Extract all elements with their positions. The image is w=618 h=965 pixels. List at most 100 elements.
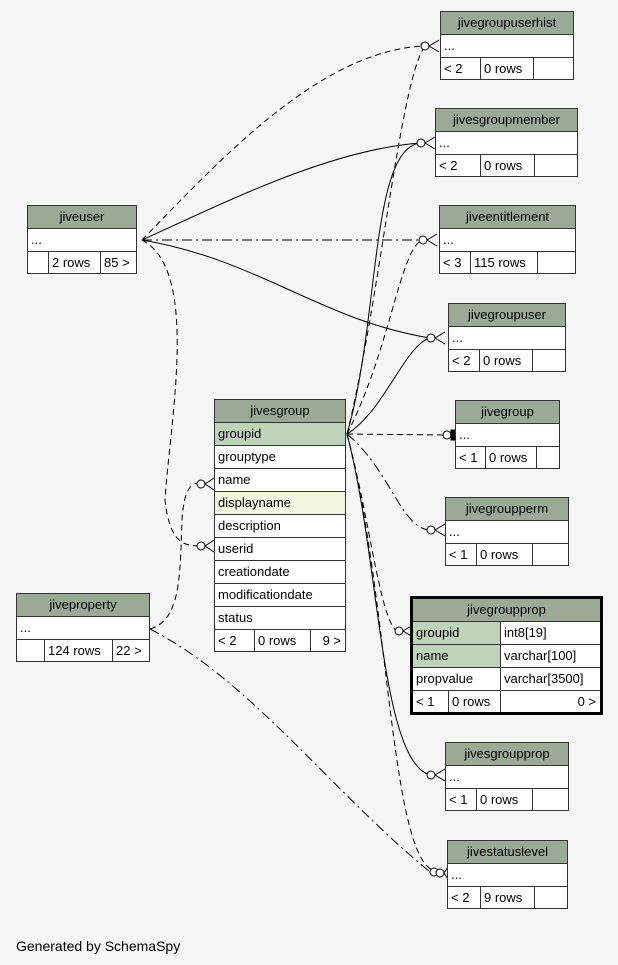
row-count: 0 rows [477,789,533,810]
column-name: name [413,645,501,667]
row-count: 115 rows [471,252,538,273]
column-groupid[interactable]: groupid int8[19] [413,622,600,645]
parents-count [28,252,49,273]
edge-jiveuser-jivesgroup-userid [141,239,203,547]
table-title[interactable]: jivesgroupmember [436,109,577,132]
table-footer: 2 rows 85 > [28,252,136,273]
edge-jivesgroup-jivegroupprop [346,433,398,632]
edge-jivesgroup-jivegroupuserhist [346,45,426,435]
column-userid[interactable]: userid [215,538,345,561]
children-count [534,58,573,79]
children-count: 9 > [322,633,341,648]
parents-count: < 2 [436,155,481,176]
table-jiveuser[interactable]: jiveuser ... 2 rows 85 > [27,205,137,274]
table-columns-collapsed: ... [17,617,149,640]
edge-jivesgroup-jivesgroupmember [346,142,421,435]
children-count [537,447,559,468]
parents-count: < 2 [441,58,481,79]
table-jivegroupuser[interactable]: jivegroupuser ... < 2 0 rows [448,303,566,372]
table-title[interactable]: jiveuser [28,206,136,229]
children-count [533,350,565,371]
table-title[interactable]: jivegroupuser [449,304,565,327]
table-jivestatuslevel[interactable]: jivestatuslevel ... < 2 9 rows [447,840,568,909]
parents-count: < 1 [413,691,449,712]
parents-count: < 1 [446,544,477,565]
generated-by-label: Generated by SchemaSpy [16,938,181,954]
row-count: 124 rows [45,640,113,661]
table-columns-collapsed: ... [436,132,577,155]
table-title[interactable]: jiveentitlement [440,206,575,229]
column-creationdate[interactable]: creationdate [215,561,345,584]
table-jivesgroupprop[interactable]: jivesgroupprop ... < 1 0 rows [445,742,569,811]
parents-count: < 2 [448,887,481,908]
table-columns-collapsed: ... [28,229,136,252]
column-grouptype[interactable]: grouptype [215,446,345,469]
edge-jiveproperty-jivesgroup-name [149,482,203,630]
table-title[interactable]: jiveproperty [17,594,149,617]
table-columns-collapsed: ... [449,327,565,350]
edge-jiveuser-jivegroupuser [141,239,431,339]
table-columns-collapsed: ... [448,864,567,887]
table-footer: 124 rows 22 > [17,640,149,661]
row-count: 0 rows [481,155,535,176]
table-jivegroupuserhist[interactable]: jivegroupuserhist ... < 2 0 rows [440,11,574,80]
table-jivesgroupmember[interactable]: jivesgroupmember ... < 2 0 rows [435,108,578,177]
column-type: int8[19] [501,622,600,644]
column-name[interactable]: name [215,469,345,492]
column-description[interactable]: description [215,515,345,538]
table-footer: < 2 0 rows [436,155,577,176]
table-columns-collapsed: ... [456,424,559,447]
edge-jivesgroup-jivegroupperm [346,433,429,531]
table-title[interactable]: jivegroupuserhist [441,12,573,35]
table-title[interactable]: jivesgroup [215,400,345,423]
column-name[interactable]: name varchar[100] [413,645,600,668]
edge-jivesgroup-jivegroupuser [346,337,431,435]
children-count: 0 > [577,694,596,709]
table-jivegroup[interactable]: jivegroup ... < 1 0 rows [455,400,560,469]
table-footer: < 1 0 rows [446,789,568,810]
table-footer: < 1 0 rows 0 > [413,691,600,712]
column-type: varchar[3500] [504,671,584,686]
table-title[interactable]: jivesgroupprop [446,743,568,766]
parents-count: < 2 [449,350,480,371]
parents-count [17,640,45,661]
edge-jiveproperty-jivestatuslevel [149,628,431,873]
children-count [535,887,567,908]
children-count [533,544,568,565]
table-title[interactable]: jivegroup [456,401,559,424]
table-title[interactable]: jivestatuslevel [448,841,567,864]
table-title[interactable]: jivegroupperm [446,498,568,521]
parents-count: < 2 [215,630,255,651]
table-footer: < 3 115 rows [440,252,575,273]
column-status[interactable]: status [215,607,345,630]
table-footer: < 1 0 rows [456,447,559,468]
parents-count: < 1 [446,789,477,810]
column-propvalue[interactable]: propvalue varchar[3500] [413,668,600,691]
column-name: propvalue [413,668,501,690]
table-columns-collapsed: ... [441,35,573,58]
table-title[interactable]: jivegroupprop [413,599,600,622]
column-name: groupid [413,622,501,644]
table-footer: < 2 0 rows 9 > [215,630,345,651]
table-footer: < 1 0 rows [446,544,568,565]
column-displayname[interactable]: displayname [215,492,345,515]
row-count: 0 rows [477,544,533,565]
row-count: 2 rows [49,252,101,273]
table-jivegroupperm[interactable]: jivegroupperm ... < 1 0 rows [445,497,569,566]
row-count: 0 rows [449,691,501,712]
table-footer: < 2 0 rows [441,58,573,79]
parents-count: < 3 [440,252,471,273]
table-footer: < 2 0 rows [449,350,565,371]
table-footer: < 2 9 rows [448,887,567,908]
table-jiveproperty[interactable]: jiveproperty ... 124 rows 22 > [16,593,150,662]
parents-count: < 1 [456,447,486,468]
table-columns-collapsed: ... [446,766,568,789]
column-modificationdate[interactable]: modificationdate [215,584,345,607]
table-jivesgroup[interactable]: jivesgroup groupid grouptype name displa… [214,399,346,652]
row-count: 0 rows [486,447,537,468]
table-jiveentitlement[interactable]: jiveentitlement ... < 3 115 rows [439,205,576,274]
column-groupid[interactable]: groupid [215,423,345,446]
table-columns-collapsed: ... [440,229,575,252]
edge-jiveuser-jivesgroupmember [141,142,421,241]
table-jivegroupprop[interactable]: jivegroupprop groupid int8[19] name varc… [410,596,603,715]
